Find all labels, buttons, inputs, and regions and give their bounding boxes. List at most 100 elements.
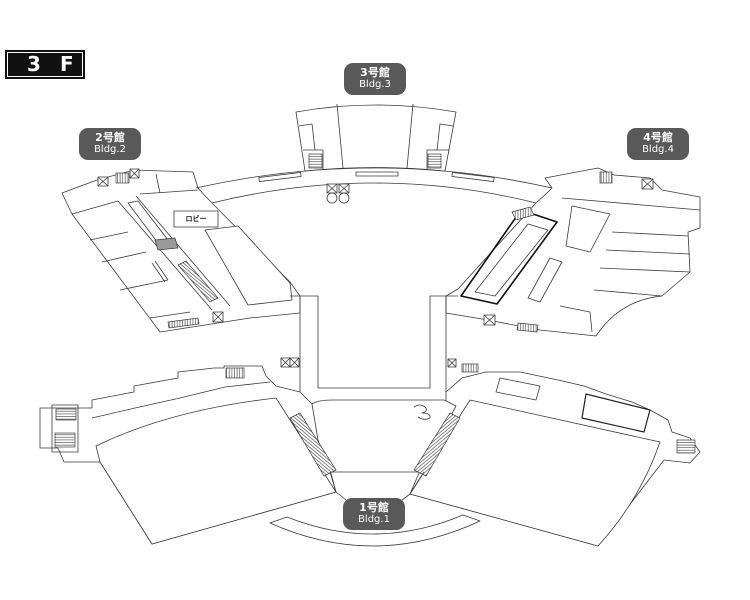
bldg1-label-ja: 1号館 (359, 501, 389, 514)
central-corridor (280, 295, 458, 392)
bldg4-label-en: Bldg.4 (642, 144, 674, 155)
bldg2-wall (149, 311, 191, 319)
bldg1-entrance-wall (329, 471, 347, 501)
elevator-cross (483, 314, 496, 326)
bldg2-corridor-wall (117, 200, 213, 311)
elevator (97, 176, 109, 187)
bldg2-room (204, 225, 293, 306)
bldg4-wing (445, 167, 701, 337)
bldg2-wall (89, 231, 129, 241)
bldg1-center-stairs-right (413, 412, 461, 477)
bldg1-stair-core (51, 404, 79, 453)
lobby-room (173, 210, 219, 228)
bldg1-entrance-wall (401, 471, 425, 501)
bldg3-wall (406, 103, 414, 169)
floor-badge: 3 F (5, 50, 85, 79)
bldg4-wall (599, 267, 691, 273)
corridor-window (451, 172, 495, 182)
bldg1-stairs (461, 363, 479, 373)
bldg1-stairs (225, 367, 245, 379)
corridor-wall (290, 295, 458, 389)
bldg4-main-room (460, 209, 558, 305)
bldg3-room (426, 149, 449, 169)
bldg2-stairs-bottom (167, 317, 200, 329)
column (338, 192, 350, 204)
north-corridor (195, 167, 553, 204)
bldg4-stairs-top (599, 171, 613, 184)
bldg1-right-hall (409, 399, 661, 547)
corridor-inner-wall (211, 182, 537, 204)
bldg3-label-en: Bldg.3 (359, 79, 391, 90)
bldg3-stairs-left (308, 153, 323, 169)
bldg1-stairs-west (54, 432, 76, 448)
elevator (129, 168, 140, 179)
elevator (326, 183, 338, 194)
bldg2-shaded-area (154, 237, 179, 251)
bldg3-wall (336, 103, 344, 169)
bldg2-wall (139, 189, 199, 195)
elevator-cross (289, 357, 300, 368)
bldg2-outline (61, 169, 301, 333)
floor-letter: F (60, 52, 74, 76)
bldg3-stairs-right (427, 153, 442, 169)
bldg2-corridor-wall (135, 195, 231, 307)
bldg3-room (303, 149, 324, 169)
elevator (212, 311, 224, 323)
elevator (338, 183, 350, 194)
bldg4-stairs-bottom (516, 322, 539, 333)
floor-number: 3 (27, 52, 41, 76)
bldg4-room-inner (474, 223, 549, 297)
bldg2-wall (71, 200, 119, 215)
elevator-cross (338, 183, 350, 194)
elevator-cross (129, 168, 140, 179)
bldg4-wall (561, 197, 701, 211)
elevator (280, 357, 291, 368)
bldg1-label-en: Bldg.1 (358, 514, 390, 525)
elevator (641, 178, 654, 190)
bldg2-wall (155, 173, 161, 194)
bldg1-right-room (581, 393, 651, 433)
elevator-cross (447, 358, 457, 368)
bldg1-right-room (495, 377, 541, 401)
bldg4-outline (445, 167, 701, 337)
bldg4-stairs (511, 206, 535, 221)
bldg3-label: 3号館 Bldg.3 (344, 63, 406, 95)
corridor-outer-wall (195, 167, 553, 189)
elevator-cross (641, 178, 654, 190)
bldg2-stairs-top (115, 172, 130, 184)
corridor-window (258, 172, 302, 182)
bldg1-label: 1号館 Bldg.1 (343, 498, 405, 530)
bldg4-room (565, 205, 611, 253)
column (326, 192, 338, 204)
bldg1-entrance-canopy (269, 514, 481, 547)
bldg2-wing (61, 168, 301, 333)
elevator (289, 357, 300, 368)
bldg2-wall (101, 251, 147, 263)
bldg4-narrow-room (527, 257, 563, 303)
elevator-cross (326, 183, 338, 194)
bldg2-label: 2号館 Bldg.2 (79, 128, 141, 160)
bldg2-label-en: Bldg.2 (94, 144, 126, 155)
bldg3-room (298, 123, 316, 151)
bldg1-left-corridor-wall (91, 381, 271, 419)
bldg1-center-stairs-left (289, 412, 337, 477)
bldg4-wall (611, 231, 689, 237)
floor-badge-frame (7, 52, 83, 77)
elevator-cross (280, 357, 291, 368)
bldg2-wall (119, 279, 169, 291)
elevator-cross (97, 176, 109, 187)
bldg1-stairs-east (676, 439, 696, 454)
elevator (447, 358, 457, 368)
corridor-window (355, 171, 399, 177)
lobby-label: ロビー (185, 215, 207, 223)
elevator-cross (212, 311, 224, 323)
bldg4-wall (559, 305, 593, 333)
bldg3-wing (295, 103, 457, 172)
elevator (483, 314, 496, 326)
bldg1-wing (39, 363, 701, 547)
bldg4-label: 4号館 Bldg.4 (627, 128, 689, 160)
bldg3-label-ja: 3号館 (360, 66, 390, 79)
bldg4-wall (593, 289, 663, 297)
